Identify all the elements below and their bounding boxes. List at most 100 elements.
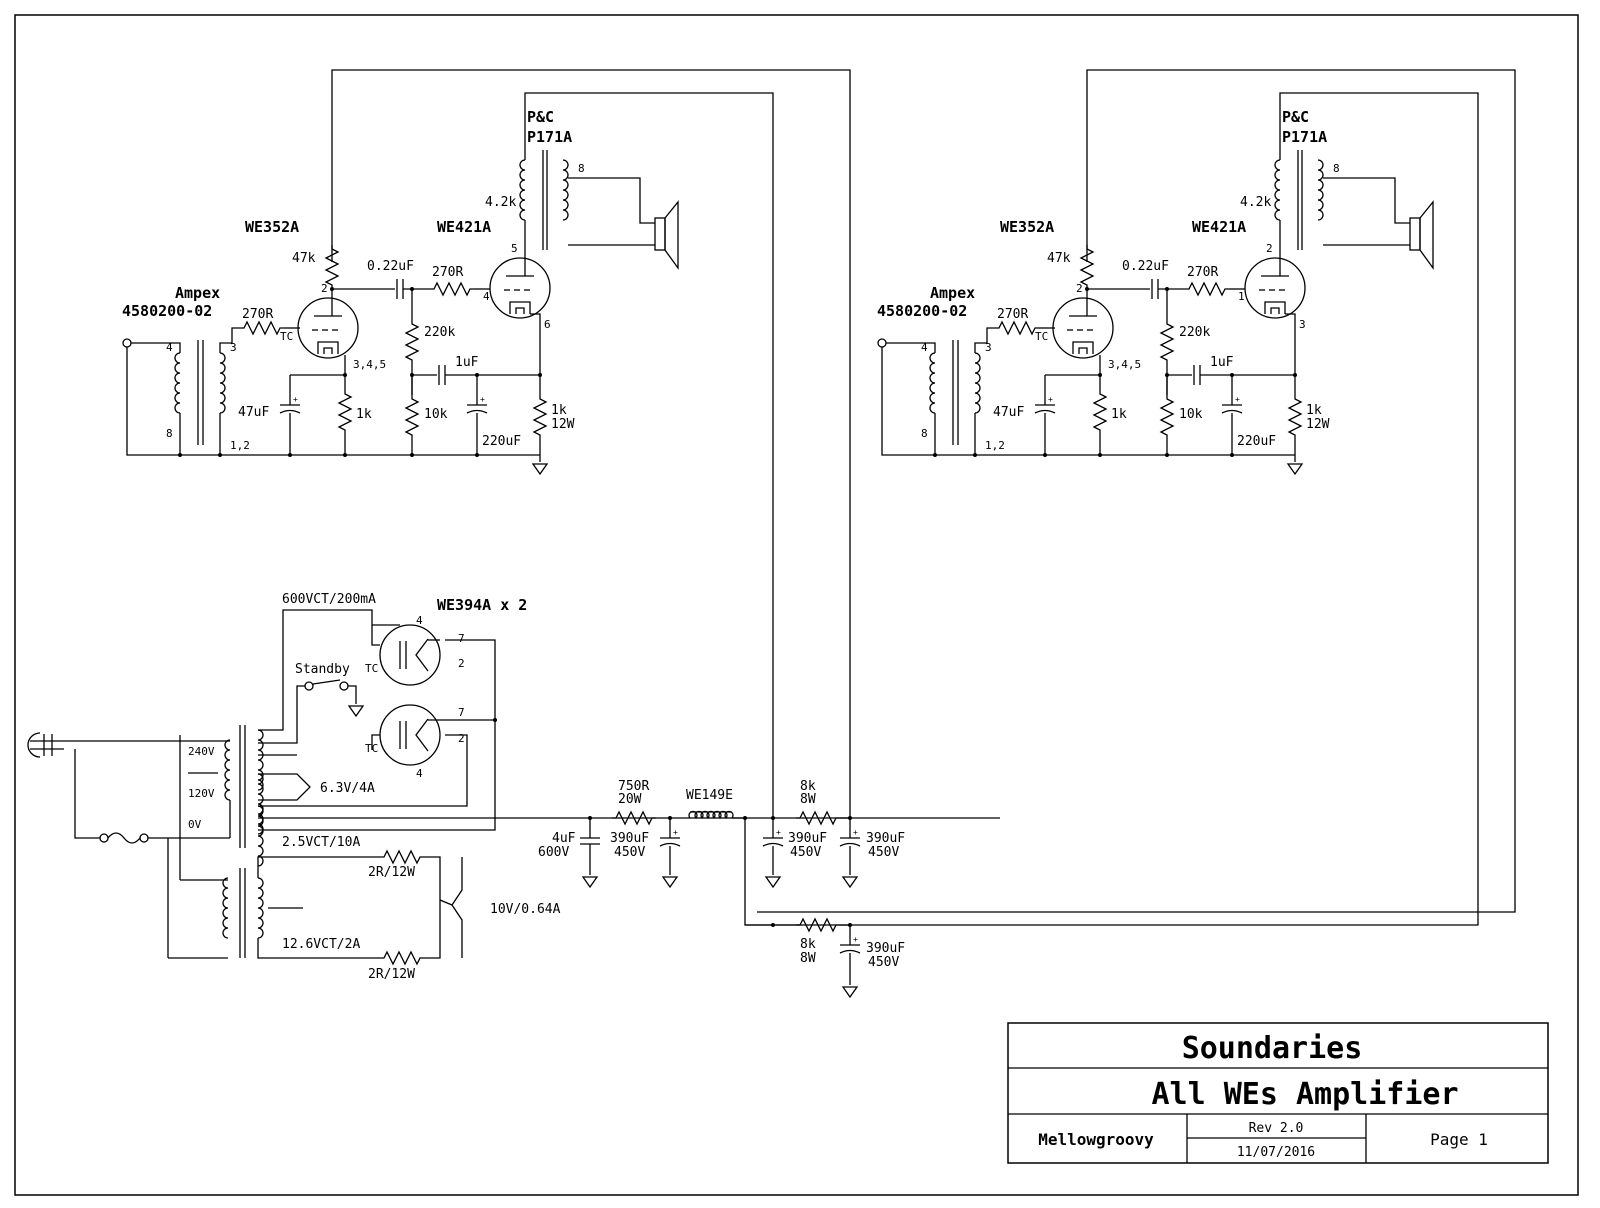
rect-pin-2b: 2 <box>458 732 465 745</box>
driver-tube-label-r: WE352A <box>1000 218 1054 236</box>
grid-stopper-2-label-r: 270R <box>1187 265 1218 280</box>
ot-sec-pin-r: 8 <box>1333 162 1340 175</box>
company-name: Soundaries <box>1182 1031 1363 1066</box>
it-pin-12-r: 1,2 <box>985 439 1005 452</box>
cathode-res-driver-label: 1k <box>356 407 372 422</box>
driver-tc-r: TC <box>1035 330 1048 343</box>
it-pin-12: 1,2 <box>230 439 250 452</box>
dec-cap-3-label: 390uF <box>866 941 905 956</box>
rect-tc-b: TC <box>365 742 378 755</box>
it-model: 4580200-02 <box>122 302 212 320</box>
grid-leak-label-r: 220k <box>1179 325 1210 340</box>
cathode-res-driver-label-r: 1k <box>1111 407 1127 422</box>
driver-tube-icon <box>297 297 359 359</box>
dec-cap-2-label: 390uF <box>866 831 905 846</box>
out-grid-pin-r: 1 <box>1238 290 1245 303</box>
ot-imp-r: 4.2k <box>1240 195 1271 210</box>
driver-tc: TC <box>280 330 293 343</box>
revision: Rev 2.0 <box>1249 1121 1304 1136</box>
dec-res-2-w: 8W <box>800 951 816 966</box>
it-pin-4: 4 <box>166 341 173 354</box>
driver-cathode-pins: 3,4,5 <box>353 358 386 371</box>
output-tube-icon <box>489 257 551 319</box>
left-channel: 8 P&C P171A 4.2k WE421A 5 4 6 WE352A 47k… <box>122 69 851 818</box>
right-channel: 8 P&C P171A 4.2k WE421A 2 1 3 WE352A 47k… <box>745 69 1516 926</box>
heater-63-label: 6.3V/4A <box>320 781 375 796</box>
coupling-cap-label: 0.22uF <box>367 259 414 274</box>
out-grid-pin: 4 <box>483 290 490 303</box>
output-tube-label: WE421A <box>437 218 491 236</box>
cathode-cap-output-label: 220uF <box>482 434 521 449</box>
driver-tube-label: WE352A <box>245 218 299 236</box>
driver-tube-icon <box>1052 297 1114 359</box>
coupling-cap-label-r: 0.22uF <box>1122 259 1169 274</box>
bypass-cap-label: 1uF <box>455 355 479 370</box>
date: 11/07/2016 <box>1237 1145 1315 1160</box>
rect-pin-7b: 7 <box>458 706 465 719</box>
speaker-icon <box>654 200 679 271</box>
ground-icon <box>765 876 781 888</box>
ot-model: P171A <box>527 128 572 146</box>
ground-icon <box>1287 463 1303 475</box>
output-tube-label-r: WE421A <box>1192 218 1246 236</box>
speaker-icon <box>1409 200 1434 271</box>
dec-res-1-label: 8k <box>800 779 816 794</box>
rect-tc-a: TC <box>365 662 378 675</box>
cap-second-label: 390uF <box>610 831 649 846</box>
tap-120: 120V <box>188 787 215 800</box>
rect-pin-4b: 4 <box>416 767 423 780</box>
grid-stopper-2-label: 270R <box>432 265 463 280</box>
plate-load-label: 47k <box>292 251 316 266</box>
fil-res-bottom-label: 2R/12W <box>368 967 415 982</box>
ot-imp: 4.2k <box>485 195 516 210</box>
driver-plate-pin: 2 <box>321 282 328 295</box>
power-supply: 240V 120V 0V 600VCT/200mA Standby 6.3V/4… <box>27 592 1000 998</box>
driver-plate-pin-r: 2 <box>1076 282 1083 295</box>
dec-res-2-label: 8k <box>800 937 816 952</box>
output-tube-icon <box>1244 257 1306 319</box>
fil-res-top-label: 2R/12W <box>368 865 415 880</box>
cap-first-label: 4uF <box>552 831 576 846</box>
choke-icon <box>688 810 734 819</box>
driver-cathode-pins-r: 3,4,5 <box>1108 358 1141 371</box>
cathode-cap-output-label-r: 220uF <box>1237 434 1276 449</box>
heater-25-label: 2.5VCT/10A <box>282 835 360 850</box>
out-plate-pin-r: 2 <box>1266 242 1273 255</box>
ot-brand-r: P&C <box>1282 108 1309 126</box>
ground-icon <box>662 876 678 888</box>
ground-icon <box>842 986 858 998</box>
series-res-label: 750R <box>618 779 649 794</box>
rectifier-tube-icon <box>379 704 441 766</box>
rectifier-label: WE394A x 2 <box>437 596 527 614</box>
it-pin-3: 3 <box>230 341 237 354</box>
choke-label: WE149E <box>686 788 733 803</box>
ground-icon <box>348 705 364 717</box>
rectifier-tube-icon <box>379 624 441 686</box>
dec-res-1-w: 8W <box>800 792 816 807</box>
plate-load-label-r: 47k <box>1047 251 1071 266</box>
ot-sec-pin: 8 <box>578 162 585 175</box>
cathode-res-output-label-r: 1k <box>1306 403 1322 418</box>
ground-icon <box>582 876 598 888</box>
out-cathode-pin-r: 3 <box>1299 318 1306 331</box>
ot-brand: P&C <box>527 108 554 126</box>
dec-cap-2-v: 450V <box>868 845 899 860</box>
standby-switch-icon[interactable] <box>304 679 349 691</box>
author-name: Mellowgroovy <box>1038 1130 1154 1149</box>
it-pin-8-r: 8 <box>921 427 928 440</box>
ot-model-r: P171A <box>1282 128 1327 146</box>
fil-out-label: 10V/0.64A <box>490 902 561 917</box>
rect-pin-7a: 7 <box>458 632 465 645</box>
fuse-icon <box>99 832 149 844</box>
bypass-cap-label-r: 1uF <box>1210 355 1234 370</box>
it-brand: Ampex <box>175 284 220 302</box>
ht-label: 600VCT/200mA <box>282 592 376 607</box>
cathode-cap-driver-label-r: 47uF <box>993 405 1024 420</box>
dec-cap-1-label: 390uF <box>788 831 827 846</box>
it-pin-3-r: 3 <box>985 341 992 354</box>
schematic-title: All WEs Amplifier <box>1151 1077 1458 1112</box>
divider-res-label: 10k <box>424 407 448 422</box>
tap-240: 240V <box>188 745 215 758</box>
cap-second-v: 450V <box>614 845 645 860</box>
